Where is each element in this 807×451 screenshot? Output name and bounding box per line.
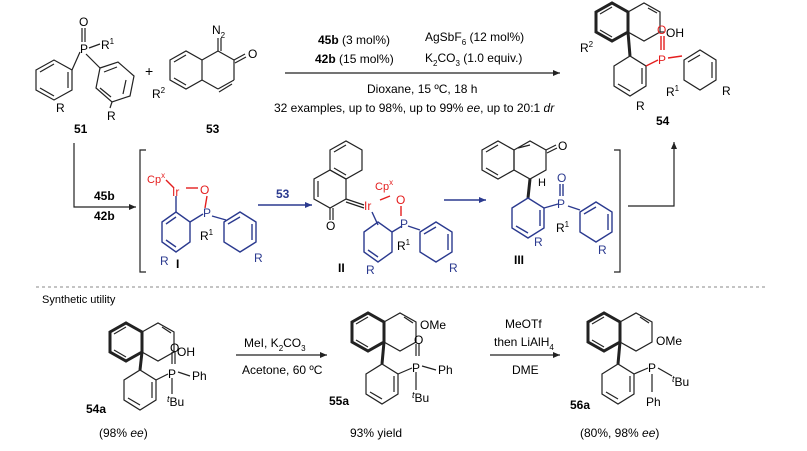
condition-solvent: Dioxane, 15 ºC, 18 h <box>367 82 477 96</box>
compound-54-r-bottom: R <box>636 99 645 113</box>
mechanism-reagent-42b: 42b <box>94 209 115 223</box>
compound-56a-structure <box>586 311 673 405</box>
compound-55a-yield: 93% yield <box>350 426 402 440</box>
intermediate-I-structure <box>161 179 257 253</box>
int-I-o: O <box>200 183 209 197</box>
int-III-label: III <box>514 253 524 267</box>
condition-catalyst-2: 42b (15 mol%) <box>315 52 394 66</box>
utility-step1-reagent: MeI, K2CO3 <box>244 336 306 353</box>
compound-54-r2: R2 <box>580 40 594 55</box>
int-III-r1: R1 <box>556 220 570 235</box>
utility-step2-solvent: DME <box>512 363 539 377</box>
int-II-r1: R1 <box>397 238 411 253</box>
compound-54a-ee: (98% ee) <box>99 426 148 440</box>
compound-54-r-right: R <box>722 84 731 98</box>
int-III-h: H <box>538 177 546 189</box>
compound-51-r1: R1 <box>101 37 115 52</box>
compound-54-label: 54 <box>656 114 670 128</box>
compound-54a-tbu: tBu <box>167 394 184 409</box>
int-III-r-right: R <box>598 243 607 257</box>
int-III-r-left: R <box>534 235 543 249</box>
int-II-o-ketone: O <box>326 219 335 233</box>
int-II-r-left: R <box>366 263 375 277</box>
int-III-p: P <box>557 197 565 211</box>
int-II-cp: Cpx <box>375 178 393 193</box>
compound-53-label: 53 <box>206 122 220 136</box>
int-II-p: P <box>400 217 408 231</box>
int-II-o-top: O <box>396 193 405 207</box>
compound-56a-ph: Ph <box>646 395 661 409</box>
compound-54a-o: O <box>170 341 179 355</box>
int-I-r-left: R <box>160 254 169 268</box>
compound-54a-structure <box>108 321 191 411</box>
int-II-ir: Ir <box>364 199 371 213</box>
compound-51-p: P <box>80 42 88 56</box>
compound-51-r-right: R <box>107 109 116 123</box>
compound-55a-structure <box>350 311 437 405</box>
compound-54-r1: R1 <box>666 84 680 99</box>
compound-56a-p: P <box>648 361 656 375</box>
bracket-left <box>139 149 146 273</box>
compound-54a-label: 54a <box>86 402 106 416</box>
int-I-r1: R1 <box>200 228 214 243</box>
compound-54-oh: OH <box>666 26 684 40</box>
int-I-ir: Ir <box>172 185 179 199</box>
int-III-o: O <box>557 171 566 185</box>
compound-54a-oh: OH <box>177 345 195 359</box>
int-I-cp: Cpx <box>147 171 165 186</box>
compound-55a-o: O <box>414 333 423 347</box>
compound-56a-ome: OMe <box>656 334 682 348</box>
mechanism-entry-arrow <box>73 143 136 210</box>
compound-54a-p: P <box>168 367 176 381</box>
compound-55a-ome: OMe <box>420 318 446 332</box>
int-I-p: P <box>203 206 211 220</box>
compound-54-structure <box>594 1 717 97</box>
compound-56a-tbu: tBu <box>672 374 689 389</box>
condition-catalyst-1: 45b (3 mol%) <box>318 33 390 47</box>
synthetic-utility-title: Synthetic utility <box>42 294 116 306</box>
utility-step1-solvent: Acetone, 60 ºC <box>242 363 323 377</box>
compound-51-r-left: R <box>56 101 65 115</box>
bracket-right <box>614 149 621 273</box>
compound-51-structure <box>35 28 135 109</box>
int-I-r-right: R <box>254 251 263 265</box>
utility-step2-reagent-1: MeOTf <box>505 317 542 331</box>
mechanism-reagent-53: 53 <box>276 187 290 201</box>
compound-55a-ph: Ph <box>438 363 453 377</box>
condition-additive-2: K2CO3 (1.0 equiv.) <box>425 51 522 68</box>
int-II-r-right: R <box>449 261 458 275</box>
compound-54-o: O <box>657 23 666 37</box>
plus-sign: + <box>145 63 153 79</box>
compound-55a-p: P <box>412 361 420 375</box>
compound-53-structure <box>169 38 247 93</box>
mechanism-reagent-45b: 45b <box>94 189 115 203</box>
compound-56a-ee: (80%, 98% ee) <box>580 426 659 440</box>
compound-55a-tbu: tBu <box>412 390 429 405</box>
compound-54-p: P <box>658 53 666 67</box>
utility-step2-reagent-2: then LiAlH4 <box>494 335 554 352</box>
compound-51-label: 51 <box>74 122 88 136</box>
mechanism-exit-arrow <box>628 142 677 207</box>
compound-53-n2: N2 <box>212 23 226 40</box>
compound-54a-ph: Ph <box>192 369 207 383</box>
compound-53-o: O <box>248 47 257 61</box>
int-I-label: I <box>176 257 179 271</box>
condition-additive-1: AgSbF6 (12 mol%) <box>425 30 524 47</box>
compound-51-o: O <box>79 15 88 29</box>
int-III-o-ketone: O <box>558 139 567 153</box>
int-II-label: II <box>338 261 345 275</box>
condition-scope: 32 examples, up to 98%, up to 99% ee, up… <box>274 101 555 115</box>
compound-53-r2: R2 <box>152 86 166 101</box>
compound-56a-label: 56a <box>570 398 590 412</box>
intermediate-III-structure <box>481 140 613 243</box>
intermediate-II-structure <box>313 140 453 263</box>
compound-55a-label: 55a <box>329 394 349 408</box>
